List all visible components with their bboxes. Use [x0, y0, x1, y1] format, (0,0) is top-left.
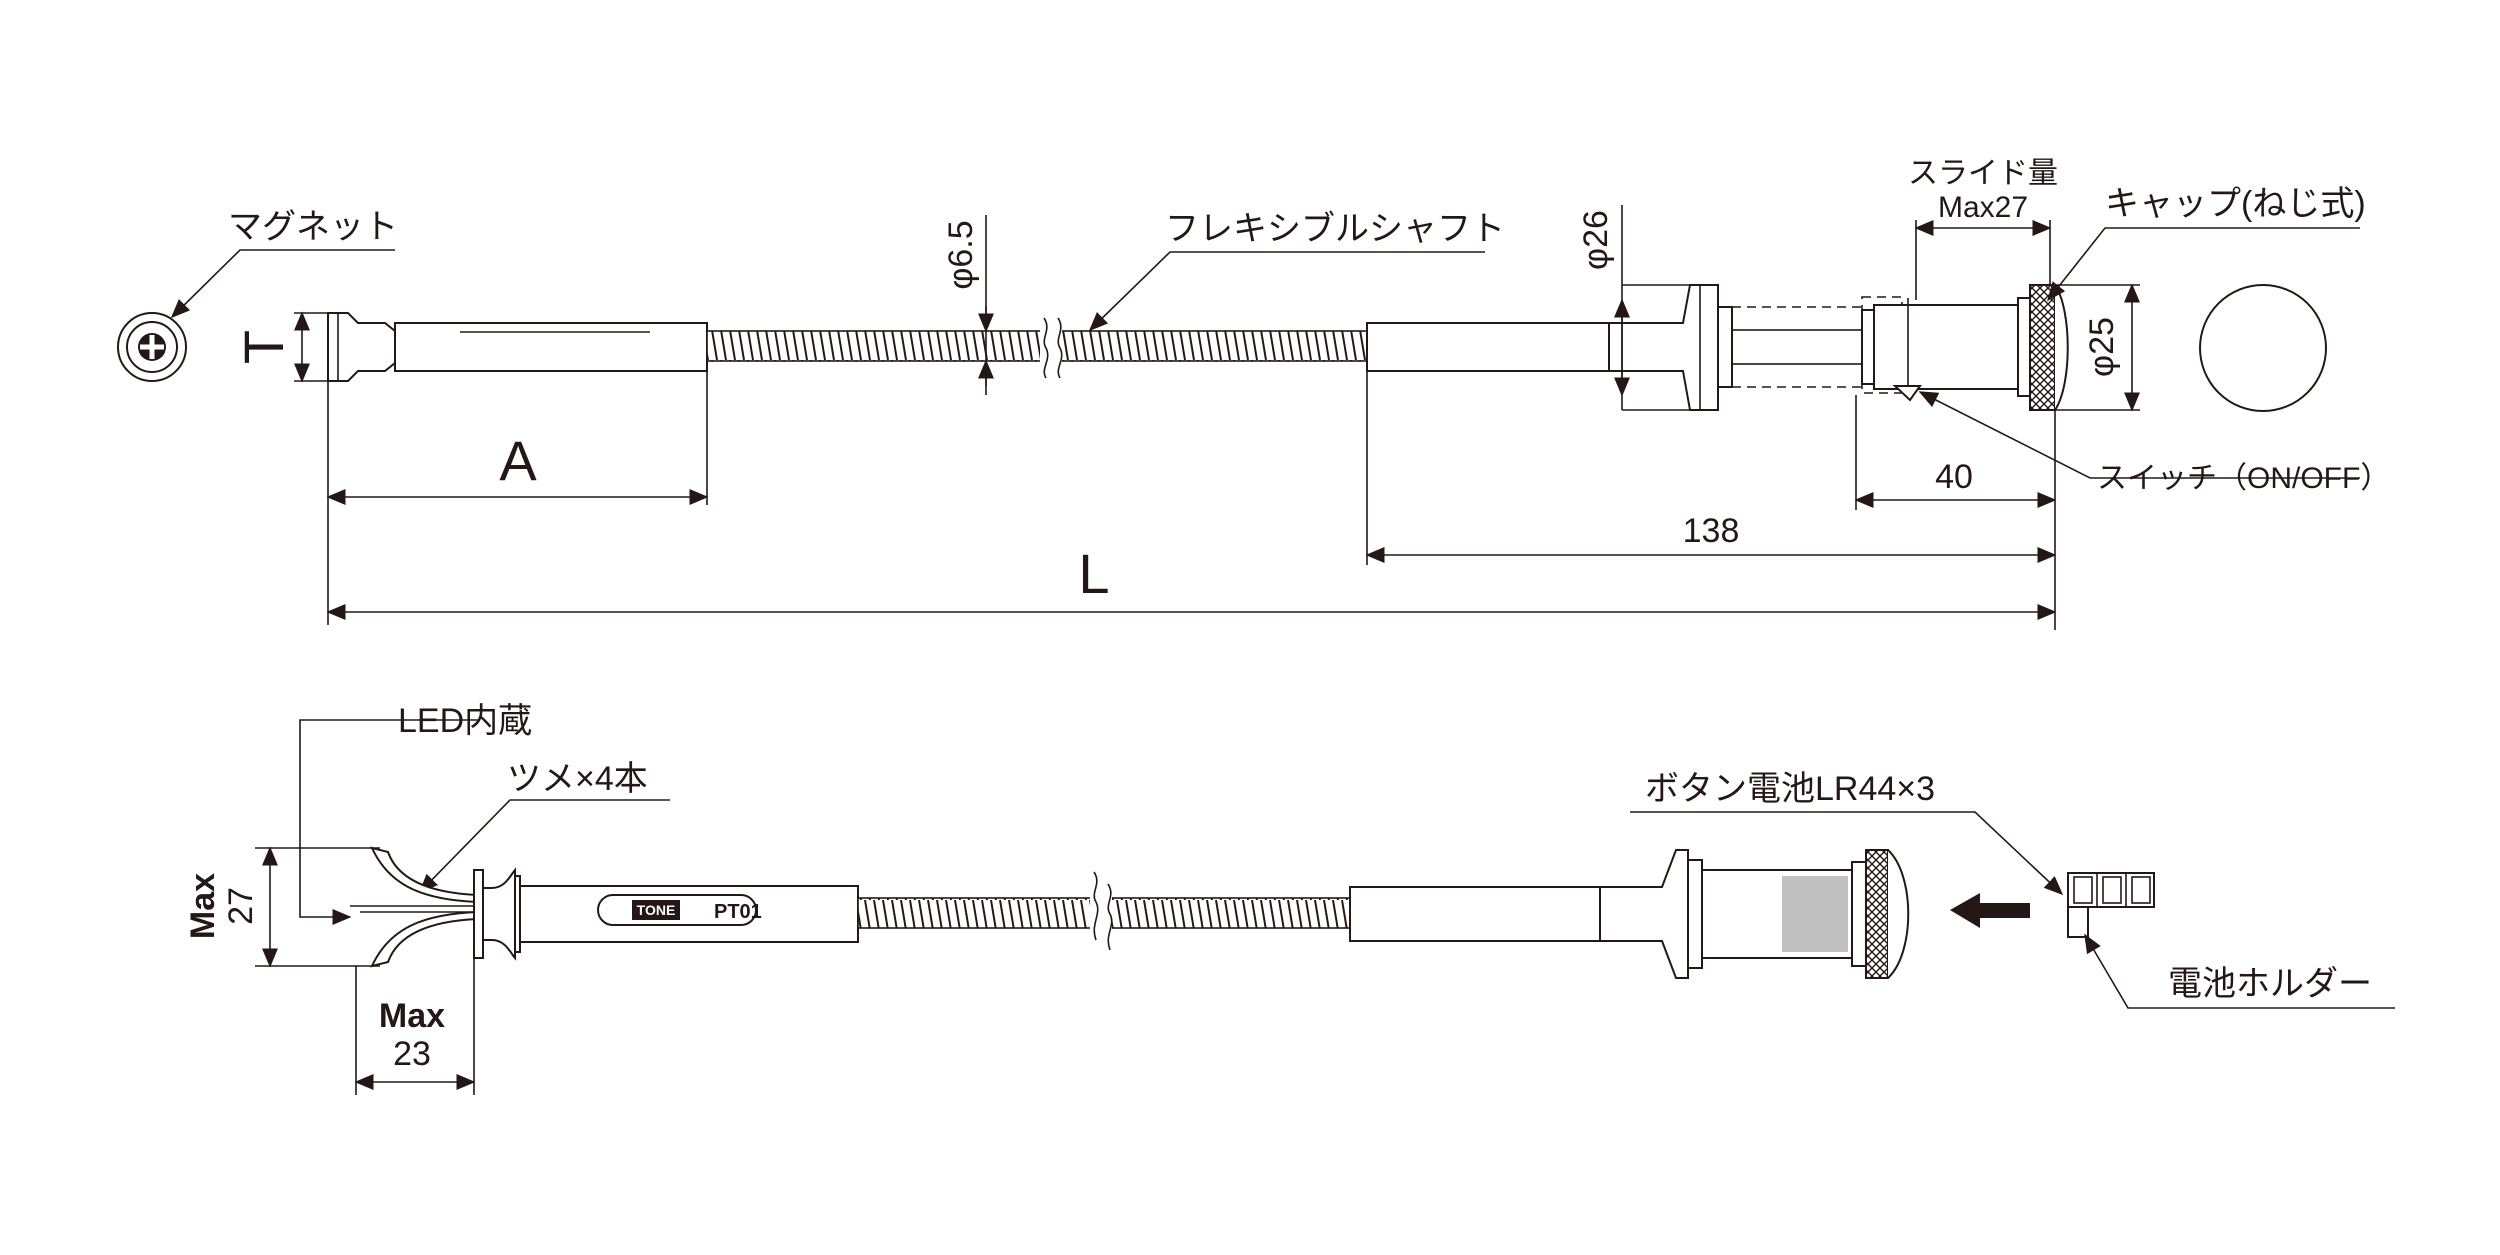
led-leader: LED内蔵 — [299, 702, 532, 925]
led-label: LED内蔵 — [398, 702, 532, 740]
switch-leader: スイッチ（ON/OFF） — [1918, 391, 2390, 495]
flex-shaft-leader: フレキシブルシャフト — [1088, 210, 1505, 332]
dim-L-label: L — [1078, 542, 1109, 605]
dim-max23-label-value: 23 — [393, 1035, 431, 1073]
cap-label: キャップ(ねじ式) — [2105, 185, 2366, 223]
cap-end-view — [2199, 284, 2327, 412]
dim-phi25-label: φ25 — [2083, 317, 2121, 377]
battery-holder-leader: 電池ホルダー — [2084, 933, 2395, 1009]
claws-leader: ツメ×4本 — [418, 760, 670, 894]
battery-leader: ボタン電池LR44×3 — [1630, 770, 2064, 896]
handle-top — [1366, 284, 1733, 411]
dim-max27-label-max: Max — [184, 873, 222, 939]
dim-T: T — [232, 311, 330, 383]
slide-amount-label: スライド量 — [1908, 157, 2058, 190]
dim-A-label: A — [499, 429, 537, 492]
flex-shaft-top — [706, 317, 1368, 379]
magnet-end-view — [117, 312, 187, 382]
dim-phi26-label: φ26 — [1577, 210, 1615, 270]
model-label: PT01 — [714, 901, 762, 923]
dim-max23-label-max: Max — [379, 997, 445, 1035]
slide-max27-label: Max27 — [1938, 191, 2028, 224]
pickup-claws — [350, 846, 479, 968]
dim-40: 40 — [1854, 395, 2057, 630]
dim-40-label: 40 — [1935, 458, 1973, 496]
brand-logo: TONE — [637, 902, 676, 918]
dim-A: A — [326, 371, 709, 625]
dim-max23: Max 23 — [354, 958, 476, 1095]
battery-label: ボタン電池LR44×3 — [1645, 770, 1935, 808]
dim-max27-label-value: 27 — [222, 887, 260, 925]
battery-window — [1782, 876, 1848, 952]
magnet-leader: マグネット — [170, 208, 398, 319]
dim-phi65-label: φ6.5 — [942, 220, 980, 289]
battery-holder-label: 電池ホルダー — [2168, 965, 2372, 1003]
dim-phi26: φ26 — [1577, 205, 1690, 411]
magnet-head — [327, 312, 708, 382]
battery-body-top — [1873, 284, 2069, 411]
dim-phi65: φ6.5 — [942, 215, 994, 395]
pickup-body: TONE PT01 — [473, 867, 859, 961]
switch-label: スイッチ（ON/OFF） — [2097, 462, 2390, 495]
insert-arrow — [1950, 893, 2030, 928]
dim-phi25: φ25 — [2056, 283, 2140, 412]
dim-L: L — [326, 542, 2057, 620]
dim-138: 138 — [1365, 371, 2057, 565]
handle-bottom — [1349, 849, 1910, 979]
battery-holder-part — [2067, 872, 2155, 938]
claws-label: ツメ×4本 — [507, 760, 648, 798]
magnet-label: マグネット — [228, 208, 398, 246]
cap-leader: キャップ(ねじ式) — [2047, 185, 2366, 302]
flex-shaft-label: フレキシブルシャフト — [1165, 210, 1505, 248]
dim-T-label: T — [232, 330, 295, 364]
flex-shaft-bottom — [857, 871, 1351, 951]
dim-max27: Max 27 — [184, 846, 380, 968]
dim-slide: スライド量 Max27 — [1908, 157, 2058, 300]
dim-138-label: 138 — [1683, 512, 1740, 550]
